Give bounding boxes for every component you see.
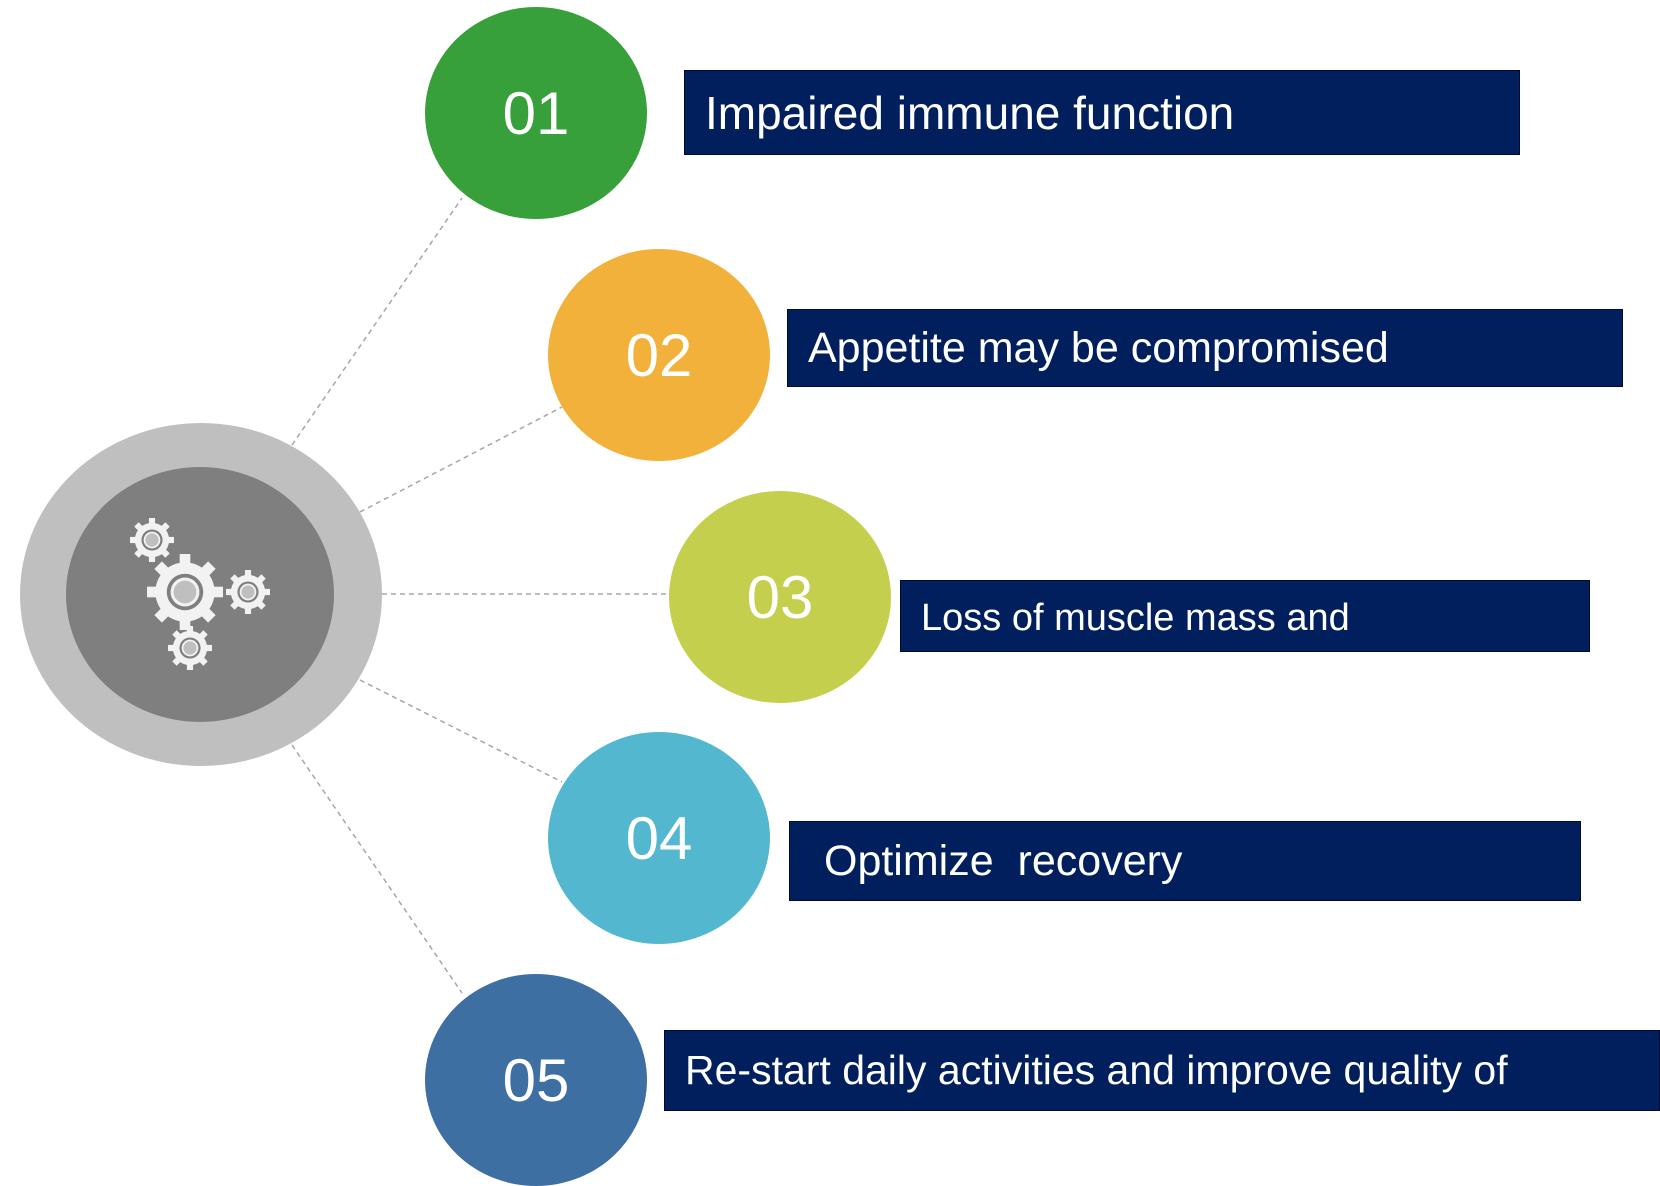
number-label-05: 05: [502, 1046, 570, 1114]
connector-01: [291, 197, 463, 446]
text-label-03: Loss of muscle mass and: [921, 597, 1350, 639]
number-circle-04: 04: [548, 732, 770, 944]
connector-02: [359, 406, 563, 513]
text-box-01: Impaired immune function: [684, 70, 1520, 155]
text-label-05: Re-start daily activities and improve qu…: [685, 1047, 1508, 1093]
gear-large-icon: [147, 554, 223, 630]
number-label-01: 01: [502, 79, 570, 147]
text-box-04: Optimize recovery: [789, 821, 1581, 901]
number-circle-02: 02: [548, 249, 770, 461]
connector-04: [359, 679, 563, 783]
number-circle-01: 01: [425, 7, 647, 219]
gear-bottom-icon: [168, 626, 212, 670]
gear-right-icon: [226, 570, 270, 614]
number-label-02: 02: [625, 321, 693, 389]
text-label-01: Impaired immune function: [705, 86, 1235, 139]
text-box-05: Re-start daily activities and improve qu…: [664, 1030, 1660, 1111]
text-box-02: Appetite may be compromised: [787, 309, 1623, 387]
number-circle-03: 03: [669, 491, 891, 703]
number-circle-05: 05: [425, 974, 647, 1186]
text-box-03: Loss of muscle mass and: [900, 580, 1590, 652]
connector-05: [291, 744, 463, 994]
number-label-03: 03: [746, 563, 814, 631]
gears-icon: [130, 518, 270, 670]
text-label-02: Appetite may be compromised: [808, 324, 1389, 372]
gear-top-icon: [130, 518, 174, 562]
text-label-04: Optimize recovery: [824, 836, 1183, 885]
number-label-04: 04: [625, 804, 693, 872]
